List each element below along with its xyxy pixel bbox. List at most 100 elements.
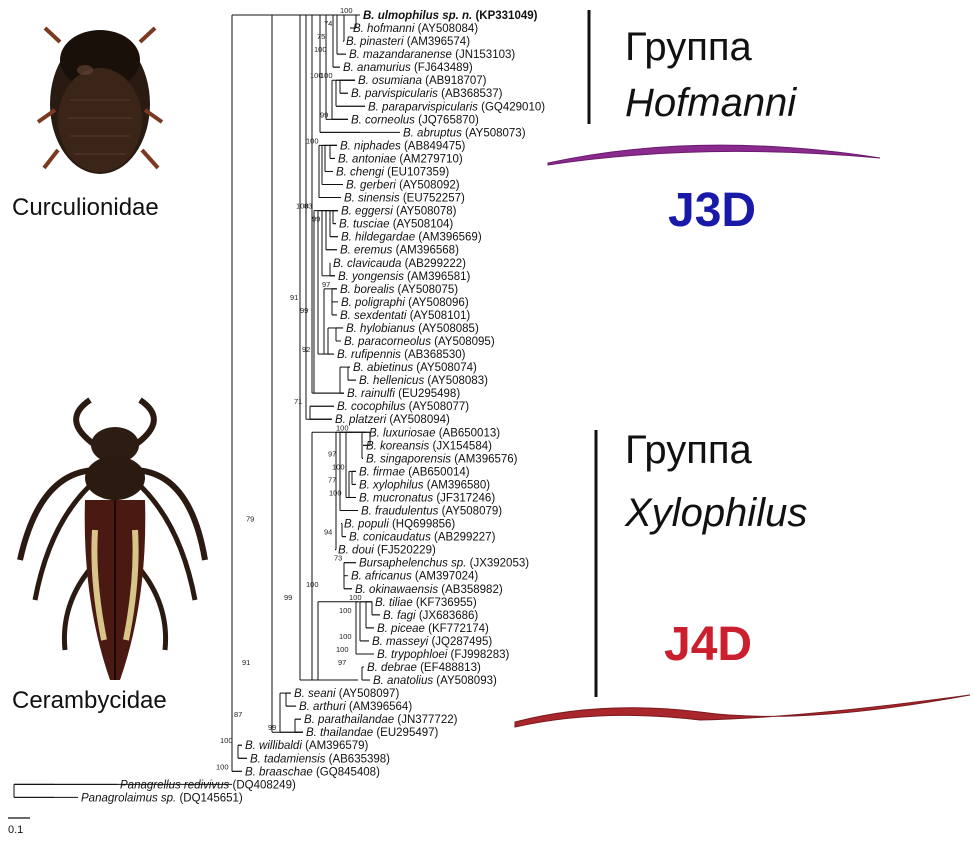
taxon-label: B. mazandaranense (JN153103) [349,49,515,61]
bootstrap-value: 100 [339,632,352,641]
taxon-label: B. poligraphi (AY508096) [341,297,469,309]
taxon-label: B. rufipennis (AB368530) [337,349,466,361]
family-label-cerambycidae: Cerambycidae [12,687,167,714]
taxon-label: B. luxuriosae (AB650013) [369,427,500,439]
taxon-label: B. corneolus (JQ765870) [351,114,479,126]
taxon-label: B. sinensis (EU752257) [344,193,465,205]
group-hofmanni-title: Группа [625,25,753,69]
bootstrap-value: 97 [322,280,330,289]
taxon-label: B. platzeri (AY508094) [335,414,450,426]
taxon-label: B. pinasteri (AM396574) [346,36,470,48]
taxon-label: Panagrellus redivivus (DQ408249) [120,779,296,791]
taxon-label: B. hellenicus (AY508083) [359,375,488,387]
taxon-label: B. osumiana (AB918707) [358,75,487,87]
taxon-label: B. braaschae (GQ845408) [245,766,380,778]
taxon-label: B. tusciae (AY508104) [339,219,453,231]
bootstrap-value: 100 [314,45,327,54]
taxon-label: B. ulmophilus sp. n. (KP331049) [363,10,538,22]
bootstrap-value: 100 [336,645,349,654]
taxon-label: B. cocophilus (AY508077) [337,401,469,413]
taxon-label: B. eggersi (AY508078) [341,206,457,218]
taxon-label: B. singaporensis (AM396576) [366,453,518,465]
taxon-label: B. thailandae (EU295497) [306,727,439,739]
taxon-label: B. xylophilus (AM396580) [359,479,490,491]
family-label-curculionidae: Curculionidae [12,194,159,221]
bootstrap-value: 87 [234,710,242,719]
taxon-label: B. gerberi (AY508092) [346,180,460,192]
taxon-label: B. fraudulentus (AY508079) [361,506,502,518]
taxon-label: B. tiliae (KF736955) [375,597,477,609]
bootstrap-value: 94 [324,528,332,537]
taxon-label: B. trypophloei (FJ998283) [377,649,509,661]
bootstrap-value: 100 [339,606,352,615]
longhorn-beetle-icon [20,400,205,680]
taxon-label: B. tadamiensis (AB635398) [250,753,390,765]
bootstrap-value: 77 [328,475,336,484]
taxon-label: B. koreansis (JX154584) [366,440,492,452]
taxon-label: B. piceae (KF772174) [377,623,489,635]
bootstrap-value: 97 [338,658,346,667]
taxon-label: B. hylobianus (AY508085) [346,323,479,335]
bootstrap-value: 97 [328,449,336,458]
taxon-label: B. seani (AY508097) [294,688,399,700]
taxon-label: B. mucronatus (JF317246) [359,492,495,504]
taxon-label: B. hofmanni (AY508084) [353,23,478,35]
bootstrap-value: 100 [220,736,233,745]
taxon-label: B. fagi (JX683686) [383,610,478,622]
taxon-label: B. chengi (EU107359) [336,166,449,178]
taxon-label: B. populi (HQ699856) [344,519,455,531]
taxon-label: B. yongensis (AM396581) [338,271,471,283]
taxon-label: B. conicaudatus (AB299227) [349,532,496,544]
taxon-label: B. doui (FJ520229) [338,545,436,557]
bootstrap-value: 100 [329,488,342,497]
scale-bar-label: 0.1 [8,824,23,836]
bootstrap-value: 79 [246,515,254,524]
taxon-label: B. abruptus (AY508073) [403,127,526,139]
group-xylophilus-code: J4D [664,618,752,671]
taxon-label: B. borealis (AY508075) [340,284,458,296]
taxon-label: B. masseyi (JQ287495) [372,636,492,648]
bootstrap-value: 75 [317,32,325,41]
taxon-label: B. africanus (AM397024) [351,571,478,583]
taxon-label: B. okinawaensis (AB358982) [355,584,503,596]
bootstrap-value: 91 [242,658,250,667]
taxon-label: Bursaphelenchus sp. (JX392053) [359,558,529,570]
bootstrap-value: 100 [296,202,309,211]
taxon-label: B. paraparvispicularis (GQ429010) [368,101,545,113]
taxon-label: B. rainulfi (EU295498) [347,388,460,400]
taxon-label: B. anamurius (FJ643489) [343,62,473,74]
bootstrap-value: 100 [349,593,362,602]
nematode-red-icon [515,695,970,727]
group-hofmanni-name: Hofmanni [625,81,797,125]
taxon-label: B. debrae (EF488813) [367,662,481,674]
bootstrap-value: 100 [340,6,353,15]
bootstrap-value: 73 [334,554,342,563]
bootstrap-value: 99 [312,215,320,224]
group-xylophilus-name: Xylophilus [624,491,807,535]
group-xylophilus-title: Группа [625,428,753,472]
group-hofmanni-code: J3D [668,184,756,237]
taxon-label: B. arthuri (AM396564) [299,701,412,713]
taxon-label: B. eremus (AM396568) [340,245,459,257]
taxon-label: B. niphades (AB849475) [340,140,465,152]
taxon-label: B. antoniae (AM279710) [338,153,463,165]
bootstrap-value: 100 [216,762,229,771]
taxon-label: B. anatolius (AY508093) [373,675,497,687]
bootstrap-value: 71 [294,397,302,406]
bootstrap-value: 92 [302,345,310,354]
bootstrap-value: 99 [300,306,308,315]
bootstrap-value: 100 [332,462,345,471]
taxon-label: B. abietinus (AY508074) [353,362,477,374]
taxon-label: B. parvispicularis (AB368537) [351,88,503,100]
beetle-icon [38,28,162,174]
taxon-label: B. clavicauda (AB299222) [333,258,466,270]
taxon-label: B. parathailandae (JN377722) [304,714,458,726]
bootstrap-value: 99 [284,593,292,602]
taxon-label: B. willibaldi (AM396579) [245,740,369,752]
nematode-purple-icon [548,145,880,165]
bootstrap-value: 91 [290,293,298,302]
bootstrap-value: 100 [336,423,349,432]
taxon-label: B. hildegardae (AM396569) [341,232,482,244]
taxon-label: B. paracorneolus (AY508095) [344,336,495,348]
